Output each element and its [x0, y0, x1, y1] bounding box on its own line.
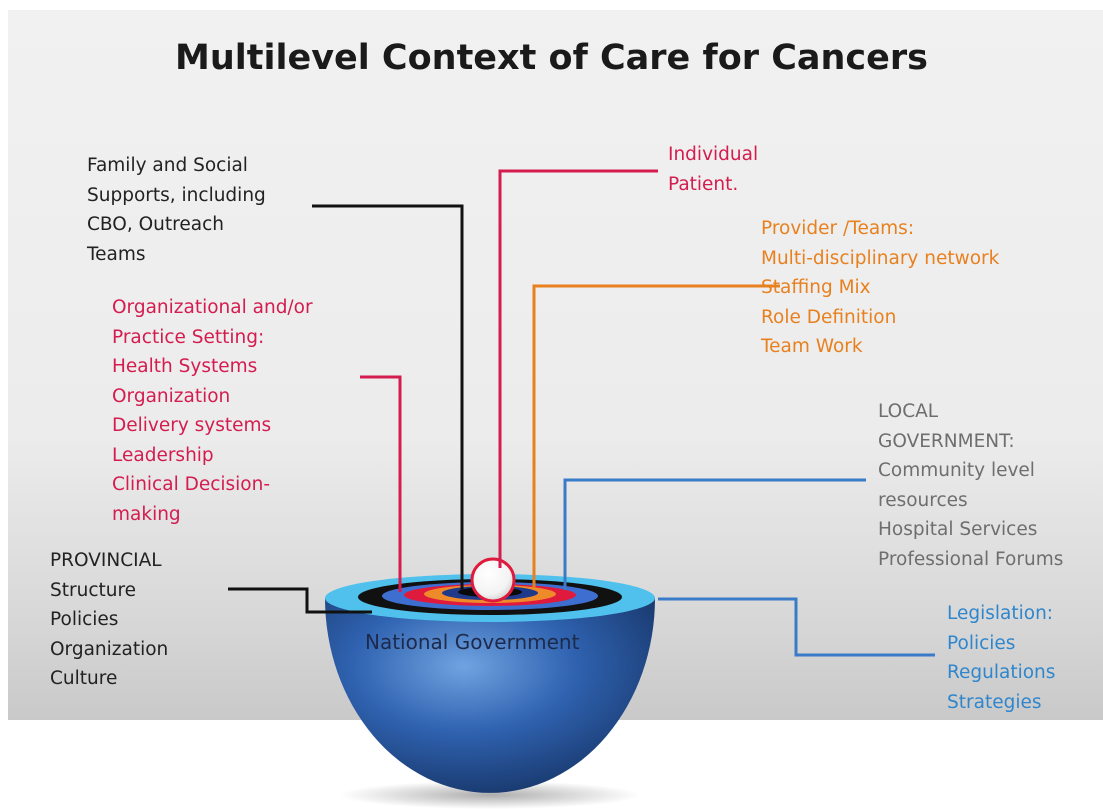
- legislation-label: Legislation: Policies Regulations Strate…: [947, 599, 1055, 717]
- individual-line: Patient.: [668, 173, 739, 195]
- national-government-label: National Government: [365, 630, 580, 654]
- organizational-line: Organizational and/or: [112, 297, 313, 318]
- family-line: Teams: [87, 243, 146, 265]
- legislation-line: Strategies: [947, 691, 1042, 713]
- provider-teams-label: Provider /Teams: Multi-disciplinary netw…: [761, 214, 999, 362]
- provincial-line: Culture: [50, 668, 118, 689]
- connector-local: [563, 478, 866, 590]
- provider-line: Provider /Teams:: [761, 218, 915, 239]
- connector-individual: [498, 169, 658, 568]
- organizational-line: Clinical Decision-: [112, 474, 271, 495]
- family-line: CBO, Outreach: [87, 214, 224, 235]
- local-line: resources: [878, 489, 968, 511]
- legislation-line: Legislation:: [947, 603, 1054, 624]
- provincial-line: Policies: [50, 609, 119, 630]
- diagram-title: Multilevel Context of Care for Cancers: [174, 38, 928, 78]
- national-government-bowl: [325, 598, 655, 793]
- legislation-line: Policies: [947, 632, 1016, 654]
- provider-line: Multi-disciplinary network: [761, 247, 1000, 269]
- organizational-line: Health Systems: [112, 356, 258, 377]
- connector-organizational: [360, 375, 402, 592]
- connector-legislation: [658, 597, 935, 657]
- provincial-line: PROVINCIAL: [50, 550, 162, 571]
- organizational-line: Leadership: [112, 444, 214, 466]
- family-line: Family and Social: [87, 155, 248, 176]
- local-government-label: LOCAL GOVERNMENT: Community level resour…: [878, 397, 1063, 574]
- organizational-setting-label: Organizational and/or Practice Setting: …: [112, 293, 313, 529]
- provider-line: Team Work: [761, 336, 863, 357]
- connector-provider: [532, 284, 780, 588]
- connector-provincial: [228, 587, 372, 614]
- local-line: Hospital Services: [878, 519, 1038, 540]
- provider-line: Role Definition: [761, 306, 897, 328]
- individual-line: Individual: [668, 144, 759, 165]
- individual-patient-label: Individual Patient.: [668, 140, 758, 199]
- family-support-label: Family and Social Supports, including CB…: [87, 151, 266, 269]
- patient-ball: [470, 557, 516, 603]
- provincial-line: Structure: [50, 579, 137, 601]
- provider-line: Staffing Mix: [761, 277, 871, 298]
- provincial-line: Organization: [50, 638, 169, 660]
- organizational-line: Practice Setting:: [112, 326, 265, 348]
- local-line: Professional Forums: [878, 548, 1064, 570]
- family-line: Supports, including: [87, 184, 266, 206]
- bowl-shadow: [340, 781, 640, 809]
- legislation-line: Regulations: [947, 662, 1056, 683]
- local-line: Community level: [878, 460, 1035, 481]
- local-line: LOCAL: [878, 401, 939, 422]
- organizational-line: making: [112, 503, 181, 525]
- local-line: GOVERNMENT:: [878, 430, 1015, 452]
- organizational-line: Delivery systems: [112, 415, 272, 436]
- organizational-line: Organization: [112, 385, 231, 407]
- connector-family: [312, 204, 464, 590]
- provincial-label: PROVINCIAL Structure Policies Organizati…: [50, 546, 168, 694]
